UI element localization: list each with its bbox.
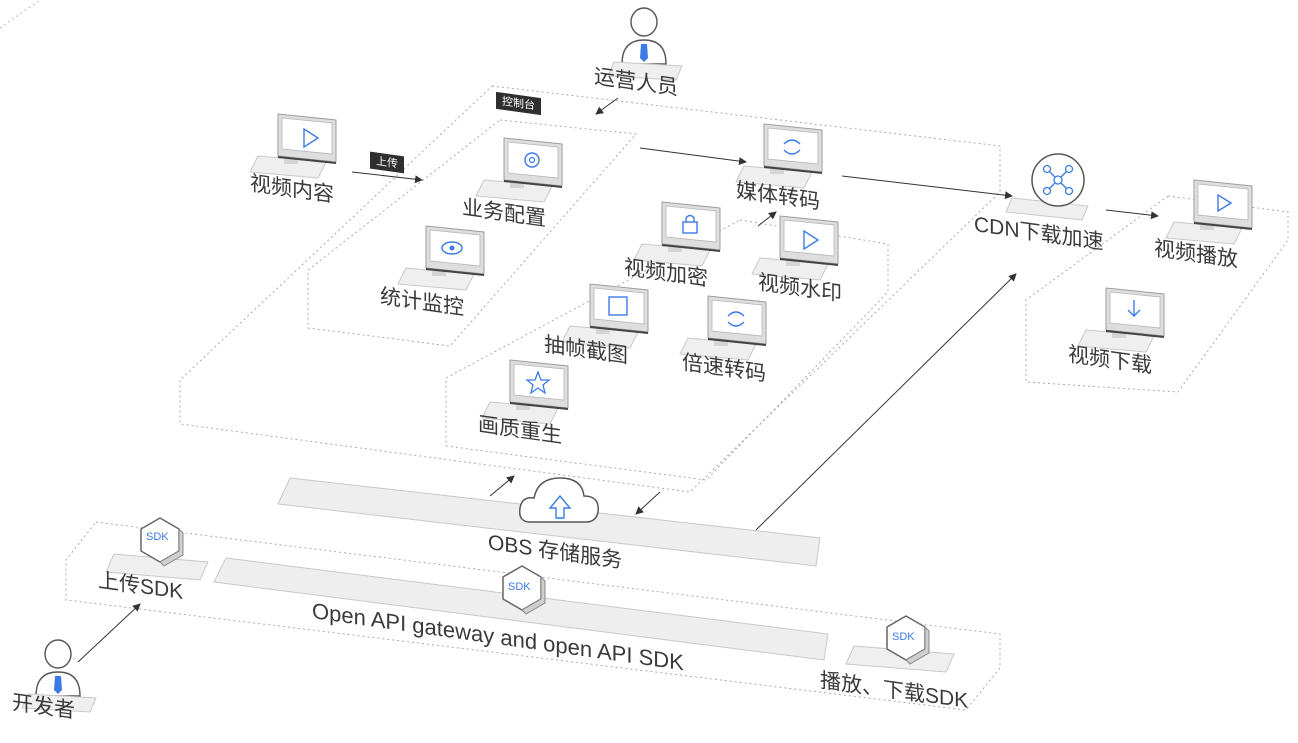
speed-transcode-node bbox=[679, 295, 767, 361]
media-transcode-node bbox=[735, 123, 823, 189]
media-region bbox=[179, 85, 1001, 493]
business-config-node bbox=[475, 137, 563, 203]
convert-icon bbox=[727, 311, 745, 327]
download-icon bbox=[1127, 300, 1141, 317]
play-sdk-badge: SDK bbox=[892, 631, 915, 643]
obs-up-arrow bbox=[489, 475, 515, 497]
play-icon bbox=[1217, 193, 1233, 213]
play-icon bbox=[303, 127, 320, 149]
video-download-node bbox=[1077, 287, 1165, 353]
client-region bbox=[1025, 195, 1289, 393]
sdk-region bbox=[65, 521, 1001, 711]
stats-monitor-node bbox=[397, 225, 485, 291]
cdn-node bbox=[1005, 153, 1089, 221]
quality-rebirth-node bbox=[481, 359, 569, 425]
video-content-node bbox=[249, 113, 337, 179]
cdn-play-arrow bbox=[1105, 209, 1159, 220]
console-region bbox=[307, 119, 638, 347]
play-sdk-hex bbox=[845, 615, 955, 673]
upload-sdk-hex bbox=[105, 517, 209, 581]
eye-icon bbox=[441, 241, 463, 255]
convert-icon bbox=[783, 139, 801, 155]
frame-icon bbox=[608, 296, 628, 316]
gear-icon bbox=[524, 152, 540, 168]
cloud-icon bbox=[518, 477, 599, 523]
upload-sdk-badge: SDK bbox=[146, 531, 169, 543]
video-encrypt-node bbox=[633, 201, 721, 267]
star-icon bbox=[525, 370, 551, 395]
encrypt-watermark-arrow bbox=[757, 211, 777, 227]
operator-arrow bbox=[595, 97, 619, 115]
config-transcode-arrow bbox=[639, 147, 747, 166]
video-watermark-node bbox=[751, 215, 839, 281]
upload-arrow bbox=[351, 171, 423, 184]
frame-capture-node bbox=[561, 283, 649, 349]
api-sdk-badge: SDK bbox=[508, 581, 531, 593]
lock-icon bbox=[682, 221, 698, 234]
obs-down-arrow bbox=[635, 491, 661, 515]
video-play-node bbox=[1165, 179, 1253, 245]
transcode-cdn-arrow bbox=[841, 175, 1013, 200]
obs-cdn-arrow bbox=[755, 273, 1017, 531]
network-icon bbox=[1042, 164, 1074, 196]
developer-arrow bbox=[77, 603, 141, 663]
play-icon bbox=[803, 229, 820, 251]
